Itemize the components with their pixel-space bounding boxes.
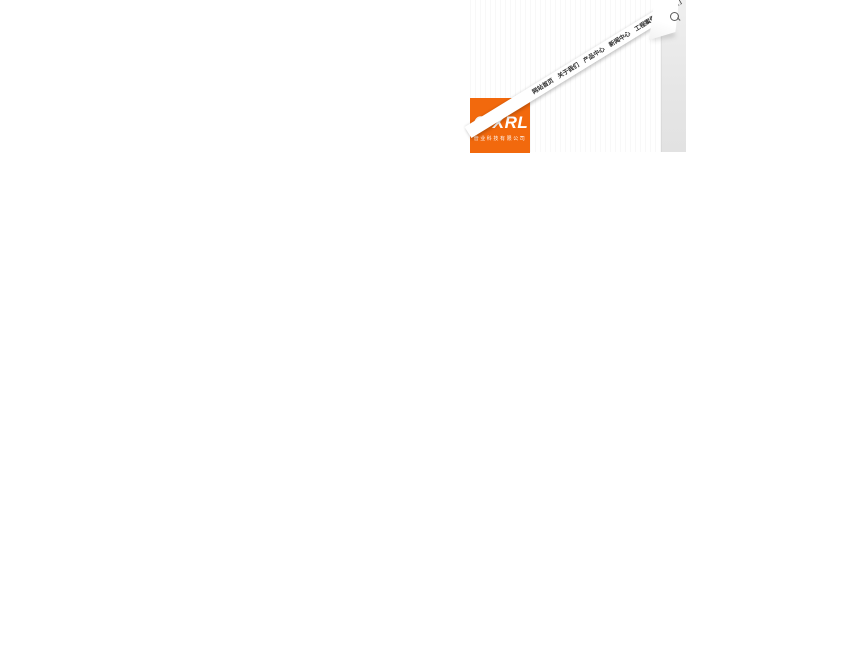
brand-tagline: 管业科技有限公司 (473, 135, 527, 142)
search-icon (669, 11, 679, 21)
search-button[interactable] (667, 9, 681, 23)
